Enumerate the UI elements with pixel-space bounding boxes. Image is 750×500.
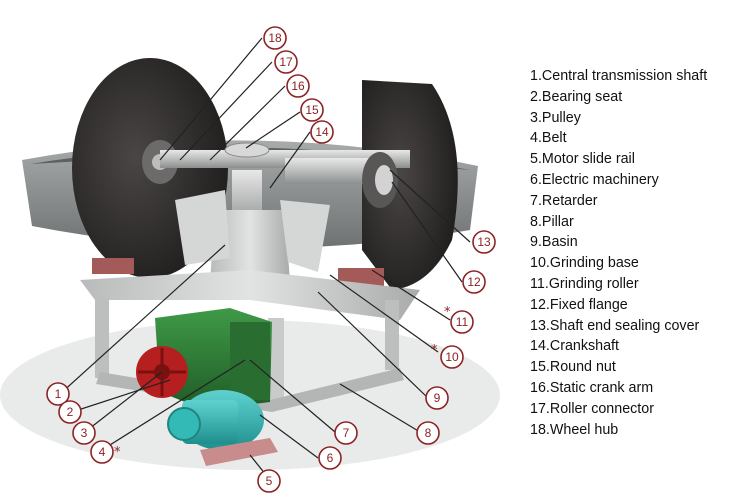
callout-14: 14	[310, 120, 334, 144]
legend-item: 2.Bearing seat	[530, 88, 623, 105]
star-marker-11: *	[444, 305, 451, 320]
callout-18: 18	[263, 26, 287, 50]
callout-12: 12	[462, 270, 486, 294]
svg-text:5: 5	[266, 474, 273, 488]
callout-2: 2	[58, 400, 82, 424]
svg-text:18: 18	[268, 31, 282, 45]
callout-13: 13	[472, 230, 496, 254]
shaft-end-cover	[375, 165, 393, 195]
callout-10: 10	[440, 345, 464, 369]
grinding-roller-right	[362, 80, 458, 290]
callout-7: 7	[334, 421, 358, 445]
legend-item: 1.Central transmission shaft	[530, 68, 708, 84]
svg-text:16: 16	[291, 79, 305, 93]
svg-text:3: 3	[81, 426, 88, 440]
legend-item: 15.Round nut	[530, 359, 616, 376]
legend-item: 5.Motor slide rail	[530, 151, 635, 168]
svg-text:17: 17	[279, 55, 293, 69]
callout-9: 9	[425, 386, 449, 410]
svg-text:15: 15	[305, 103, 319, 117]
grinding-base-right	[280, 200, 330, 272]
callout-15: 15	[300, 98, 324, 122]
motor-slide-rail	[200, 438, 278, 466]
legend-item: 17.Roller connector	[530, 400, 654, 417]
legend-item: 3.Pulley	[530, 109, 581, 126]
frame-top	[80, 270, 420, 320]
callout-6: 6	[318, 446, 342, 470]
pillar-left	[95, 298, 109, 378]
legend-item: 14.Crankshaft	[530, 338, 620, 355]
callout-5: 5	[257, 469, 281, 493]
star-marker-10: *	[431, 343, 438, 358]
svg-text:13: 13	[477, 235, 491, 249]
callout-11: 11	[450, 310, 474, 334]
legend-item: 6.Electric machinery	[530, 171, 659, 188]
crankshaft-housing	[210, 210, 290, 282]
scraper-left	[92, 258, 134, 274]
legend-item: 12.Fixed flange	[530, 296, 628, 313]
svg-text:8: 8	[425, 426, 432, 440]
legend-item: 18.Wheel hub	[530, 421, 619, 438]
legend-item: 7.Retarder	[530, 192, 598, 209]
svg-text:10: 10	[445, 350, 459, 364]
svg-text:9: 9	[434, 391, 441, 405]
legend-item: 8.Pillar	[530, 213, 574, 230]
callout-16: 16	[286, 74, 310, 98]
svg-text:11: 11	[456, 315, 469, 329]
svg-text:4: 4	[99, 445, 106, 459]
legend-item: 4.Belt	[530, 130, 567, 147]
callout-1: 1	[46, 382, 70, 406]
legend-item: 10.Grinding base	[530, 255, 639, 272]
callout-17: 17	[274, 50, 298, 74]
legend-item: 9.Basin	[530, 234, 578, 251]
crank-arm	[285, 158, 375, 184]
legend-item: 13.Shaft end sealing cover	[530, 317, 700, 334]
svg-text:14: 14	[315, 125, 329, 139]
legend-item: 16.Static crank arm	[530, 379, 654, 396]
parts-legend: 1.Central transmission shaft 2.Bearing s…	[530, 66, 707, 440]
callout-4: 4	[90, 440, 114, 464]
svg-text:12: 12	[467, 275, 481, 289]
svg-text:7: 7	[343, 426, 350, 440]
star-marker-4: *	[114, 445, 121, 460]
svg-text:6: 6	[327, 451, 334, 465]
svg-text:2: 2	[67, 405, 74, 419]
motor-fan-cover	[167, 407, 201, 441]
retarder-side	[230, 322, 270, 400]
callout-3: 3	[72, 421, 96, 445]
pillar-right	[385, 300, 399, 370]
round-nut	[224, 142, 270, 158]
legend-item: 11.Grinding roller	[530, 275, 639, 292]
leader-lines	[59, 37, 471, 481]
grinding-base-left	[175, 190, 230, 265]
callout-8: 8	[416, 421, 440, 445]
svg-text:1: 1	[55, 387, 62, 401]
